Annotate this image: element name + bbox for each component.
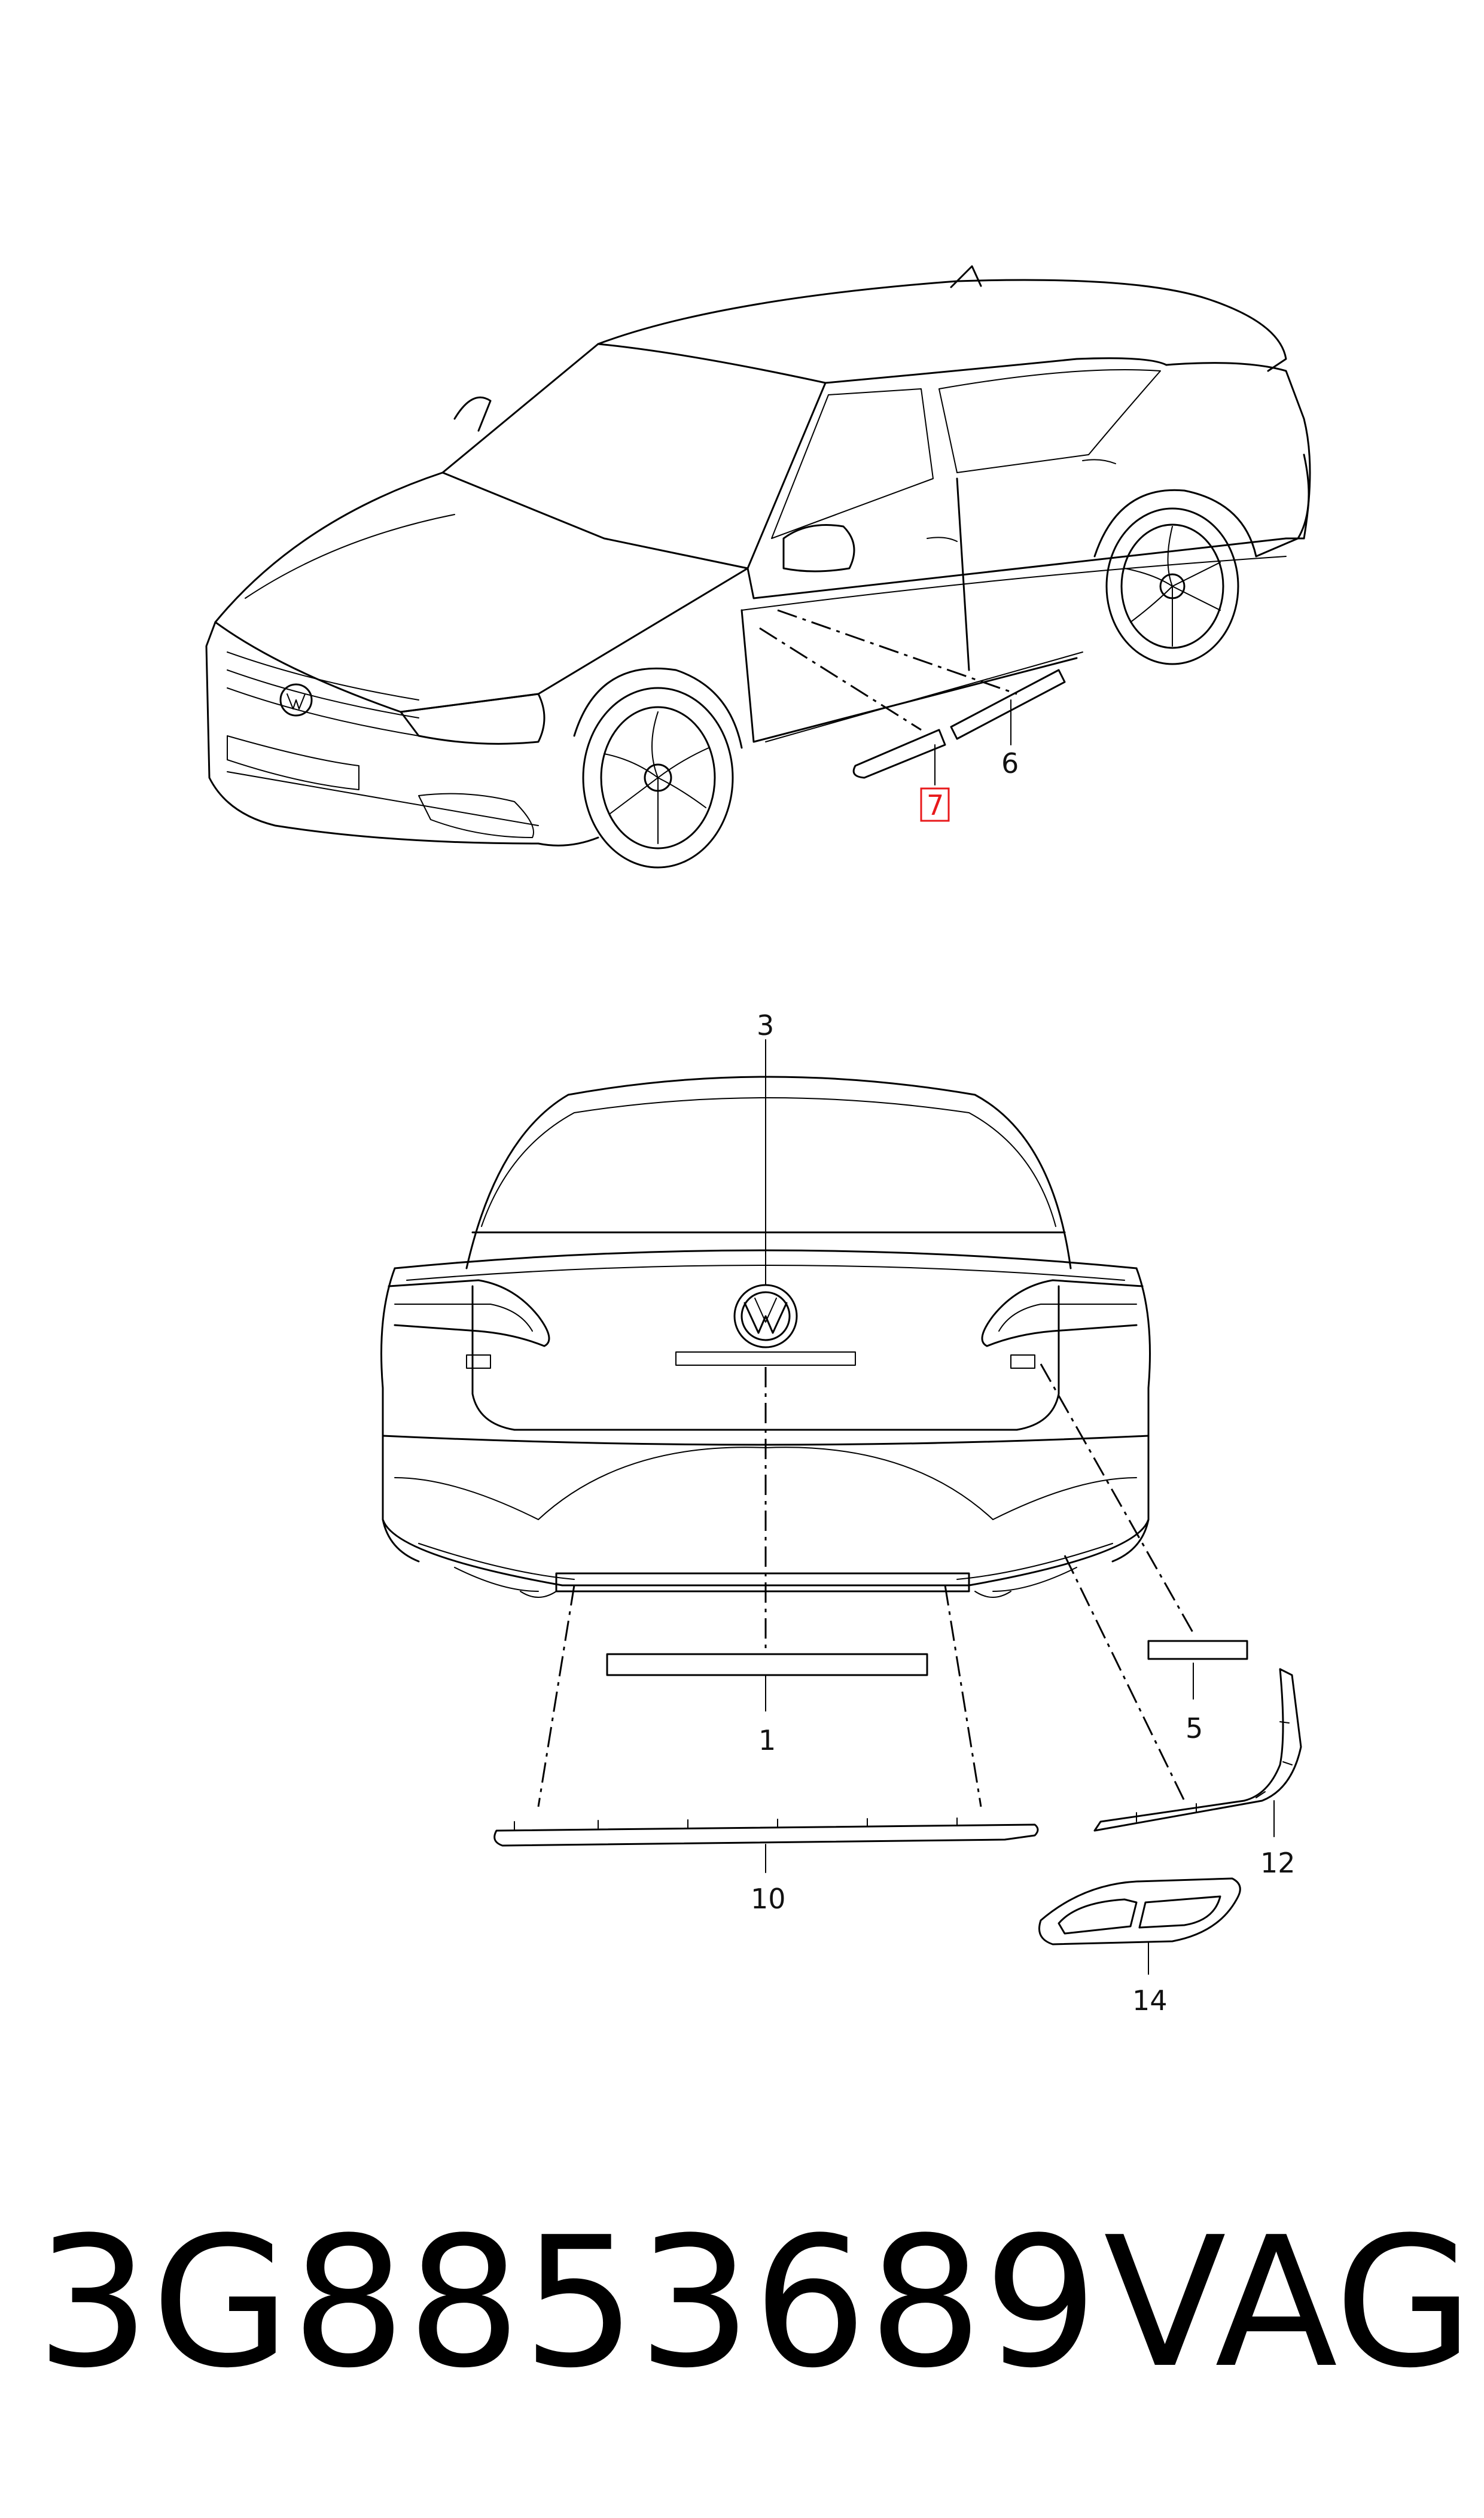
part-1-strip xyxy=(606,1653,928,1676)
callout-7: 7 xyxy=(927,789,944,821)
brand-label: VAG xyxy=(1104,2199,1474,2407)
callout-12: 12 xyxy=(1260,1847,1296,1879)
rear-car-illustration xyxy=(380,1039,1302,1975)
callout-14: 14 xyxy=(1132,1984,1168,2017)
callout-5: 5 xyxy=(1186,1712,1203,1744)
part-number-label: 3G8853689 xyxy=(36,2199,1099,2407)
callout-7-highlight-box xyxy=(920,787,950,822)
parts-diagram: 7 6 xyxy=(205,265,1311,2017)
callout-3: 3 xyxy=(757,1009,774,1042)
front-car-illustration xyxy=(205,265,1311,869)
part-5-strip xyxy=(1147,1640,1248,1660)
callout-1: 1 xyxy=(758,1724,776,1756)
callout-6: 6 xyxy=(1001,747,1019,780)
callout-10: 10 xyxy=(751,1883,786,1915)
